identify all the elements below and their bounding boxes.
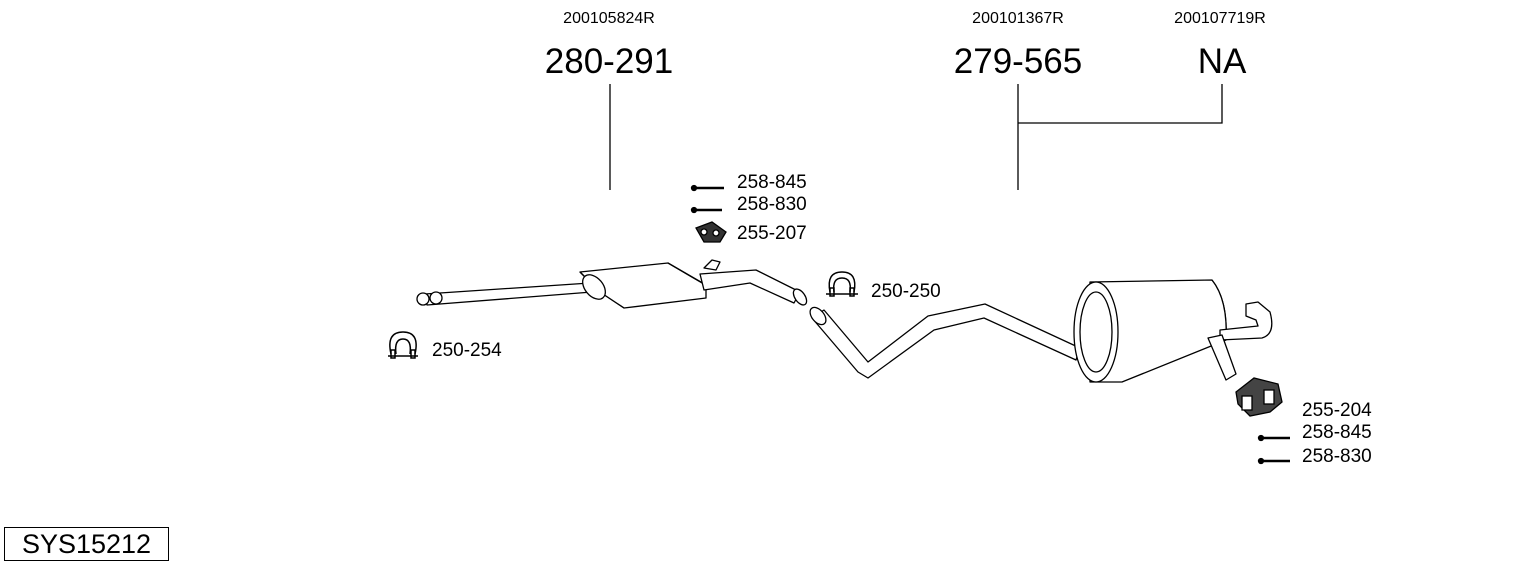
clamp-icon: [826, 271, 858, 297]
oem-number-alt: 200107719R: [1174, 10, 1266, 27]
oem-number-front: 200105824R: [563, 10, 655, 27]
part-number-alt[interactable]: NA: [1198, 42, 1247, 81]
rubber-hanger-icon: [695, 221, 727, 243]
part-label-258-830-rear[interactable]: 258-830: [1302, 446, 1372, 467]
bolt-icon: [690, 184, 724, 192]
part-label-250-254[interactable]: 250-254: [432, 340, 502, 361]
system-id-box: SYS15212: [4, 527, 169, 561]
part-number-front[interactable]: 280-291: [545, 42, 673, 81]
part-label-258-830-front[interactable]: 258-830: [737, 194, 807, 215]
part-label-250-250[interactable]: 250-250: [871, 281, 941, 302]
part-label-258-845-front[interactable]: 258-845: [737, 172, 807, 193]
bolt-icon: [690, 206, 722, 214]
part-number-rear[interactable]: 279-565: [954, 42, 1082, 81]
oem-number-rear: 200101367R: [972, 10, 1064, 27]
part-label-258-845-rear[interactable]: 258-845: [1302, 422, 1372, 443]
bolt-icon: [1257, 434, 1290, 442]
rubber-hanger-icon: [1235, 377, 1283, 417]
part-label-255-207[interactable]: 255-207: [737, 223, 807, 244]
leader-lines: [609, 84, 1223, 190]
bolt-icon: [1257, 457, 1290, 465]
part-label-255-204[interactable]: 255-204: [1302, 400, 1372, 421]
front-pipe-assembly: [416, 259, 808, 309]
clamp-icon: [388, 331, 418, 359]
rear-pipe-assembly: [809, 279, 1273, 383]
system-id: SYS15212: [21, 529, 152, 559]
